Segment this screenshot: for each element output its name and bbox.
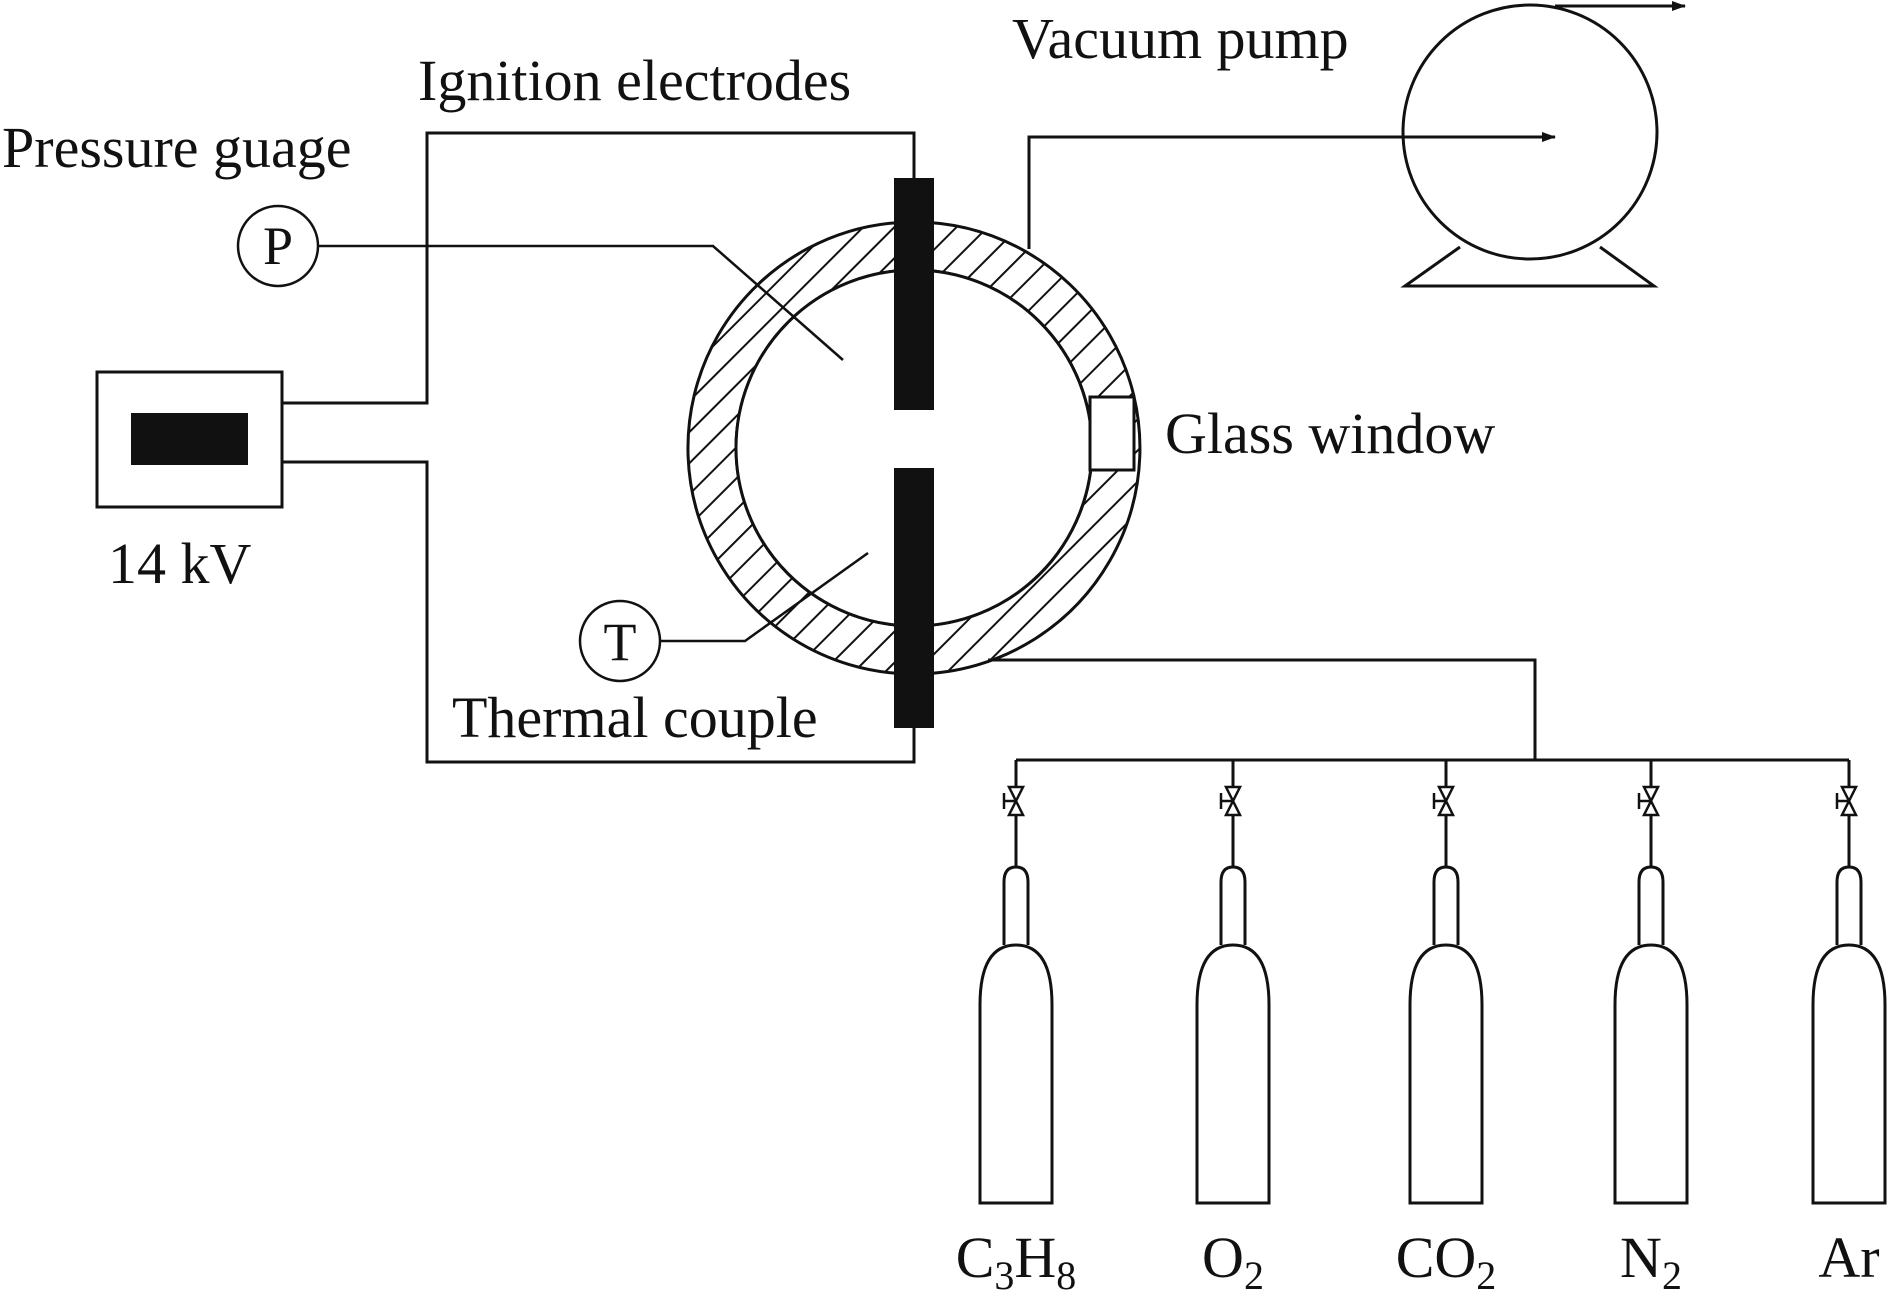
glass-window-label: Glass window — [1165, 401, 1495, 466]
cylinder-group: N2 — [1613, 760, 1689, 1298]
power-supply-label: 14 kV — [108, 531, 252, 596]
cylinder-group: CO2 — [1396, 760, 1497, 1298]
gas-cylinders: C3H8 O2 CO2 N2 Ar — [956, 760, 1887, 1298]
pressure-gauge: P — [236, 204, 320, 288]
thermocouple-line — [660, 551, 869, 643]
thermocouple-symbol: T — [604, 612, 637, 672]
cylinder-neck — [1835, 865, 1863, 945]
vacuum-line — [1027, 132, 1556, 249]
valve-icon[interactable] — [1002, 785, 1026, 817]
pressure-gauge-symbol: P — [263, 216, 293, 276]
cylinder-neck — [1002, 865, 1030, 945]
ignition-wire-bottom — [282, 460, 916, 764]
power-supply — [95, 370, 284, 509]
vacuum-pump-label: Vacuum pump — [1012, 6, 1349, 71]
cylinder-label: O2 — [1202, 1225, 1264, 1298]
cylinder-neck — [1219, 865, 1247, 945]
valve-icon[interactable] — [1219, 785, 1243, 817]
gas-cylinder — [1613, 943, 1689, 1205]
cylinder-label: CO2 — [1396, 1225, 1497, 1298]
cylinder-group: Ar — [1811, 760, 1887, 1290]
cylinder-label: C3H8 — [956, 1225, 1077, 1298]
valve-icon[interactable] — [1835, 785, 1859, 817]
cylinder-neck — [1637, 865, 1665, 945]
ignition-electrodes — [894, 178, 934, 728]
valve-icon[interactable] — [1432, 785, 1456, 817]
thermocouple: T — [578, 599, 662, 683]
gas-feed-line — [988, 658, 1537, 760]
gas-cylinder — [1408, 943, 1484, 1205]
thermocouple-label: Thermal couple — [452, 685, 818, 750]
valve-icon[interactable] — [1637, 785, 1661, 817]
cylinder-group: C3H8 — [956, 760, 1077, 1298]
ignition-wire-top — [282, 131, 916, 405]
cylinder-group: O2 — [1195, 760, 1271, 1298]
ignition-electrodes-label: Ignition electrodes — [418, 48, 851, 113]
cylinder-label: N2 — [1620, 1225, 1682, 1298]
gas-cylinder — [1811, 943, 1887, 1205]
cylinder-label: Ar — [1818, 1225, 1879, 1290]
glass-window — [1088, 395, 1136, 472]
gas-cylinder — [978, 943, 1054, 1205]
pressure-gauge-line — [318, 244, 844, 361]
vacuum-pump — [1400, 1, 1686, 288]
gas-cylinder — [1195, 943, 1271, 1205]
pressure-gauge-label: Pressure guage — [2, 115, 352, 180]
cylinder-neck — [1432, 865, 1460, 945]
